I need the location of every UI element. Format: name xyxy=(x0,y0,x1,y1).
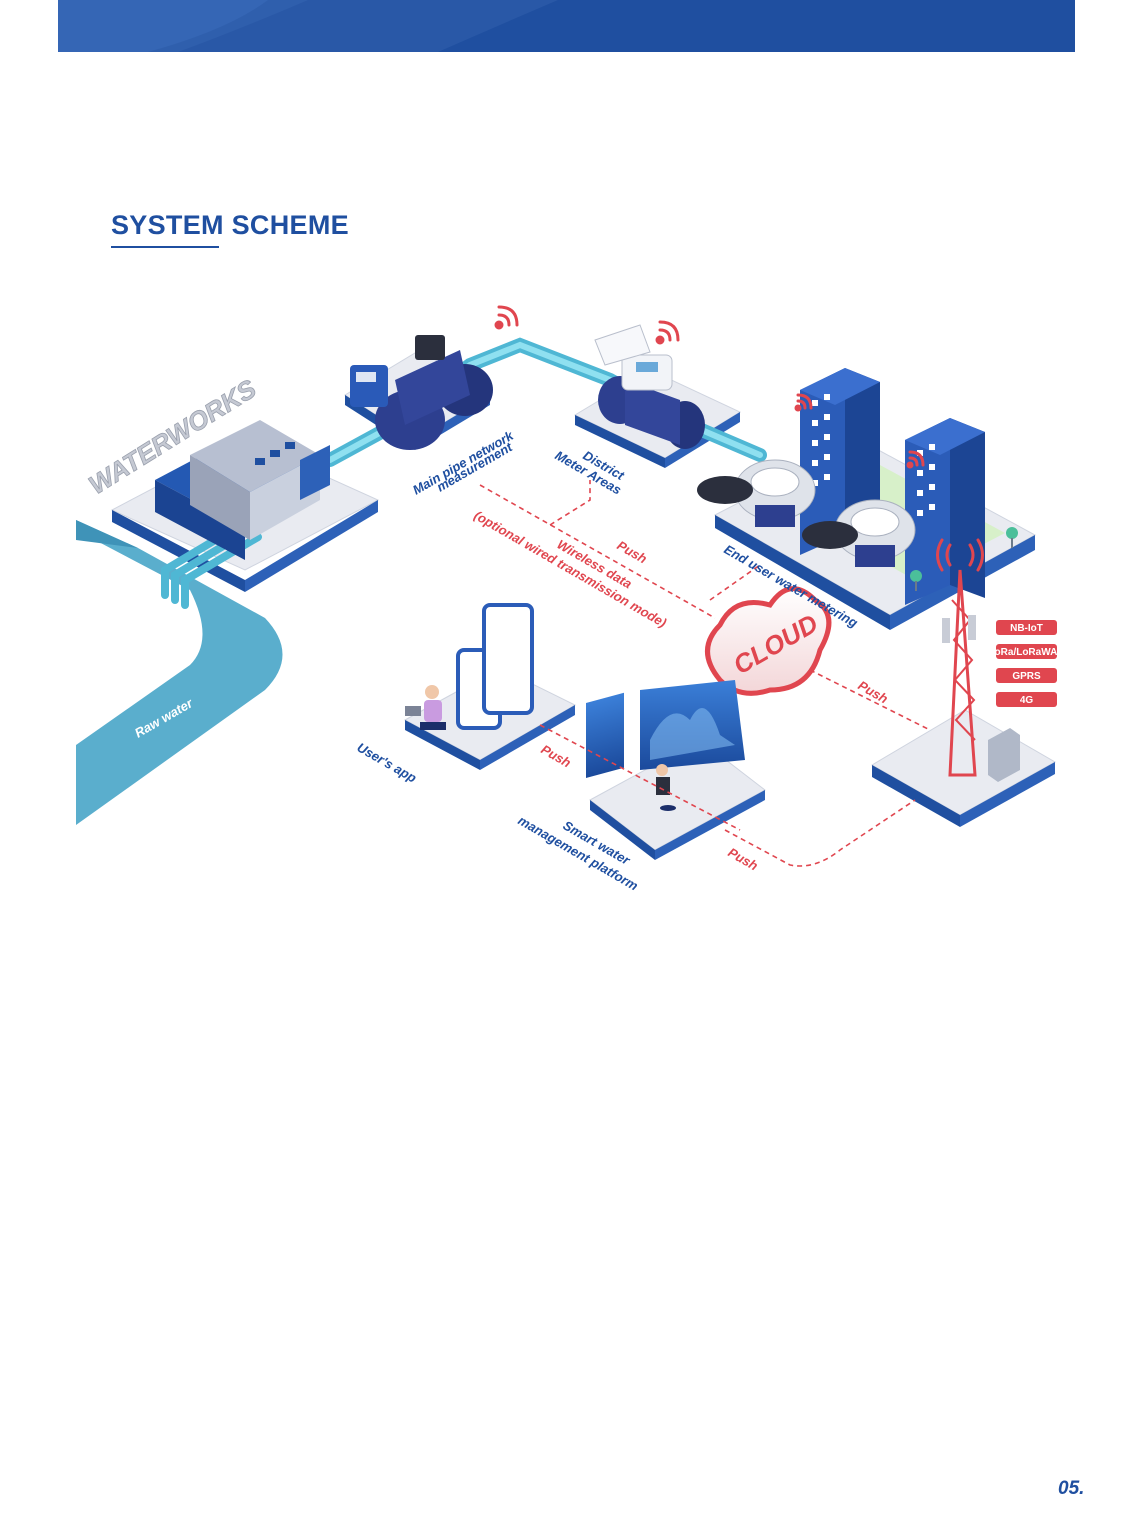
smart-platform-screens xyxy=(586,680,745,811)
badge-4g: 4G xyxy=(996,692,1057,707)
wifi-icon xyxy=(906,450,925,469)
tower-broadcast-icon xyxy=(936,538,984,572)
cell-tower xyxy=(942,569,1020,782)
wifi-icon xyxy=(655,320,680,345)
page-title: SYSTEM SCHEME xyxy=(111,210,349,240)
wifi-icon xyxy=(794,393,813,412)
raw-water-channel xyxy=(76,520,283,825)
badge-lora: LoRa/LoRaWAN xyxy=(988,644,1065,659)
data-connections xyxy=(479,480,931,867)
wifi-icon xyxy=(494,305,519,330)
badge-nb-iot: NB-IoT xyxy=(996,620,1057,635)
raw-water-label-1: Raw water xyxy=(87,565,151,611)
title-underline xyxy=(111,246,219,248)
cloud: CLOUD xyxy=(705,586,832,696)
main-pipe-meter xyxy=(350,335,493,450)
district-meter xyxy=(594,324,705,449)
badge-gprs: GPRS xyxy=(996,668,1057,683)
push-label-3: Push xyxy=(539,742,574,771)
badge-label: 4G xyxy=(1020,695,1034,706)
header-band xyxy=(58,0,1075,52)
push-label-2: Push xyxy=(856,678,891,707)
network-badges: NB-IoT LoRa/LoRaWAN GPRS 4G xyxy=(988,620,1065,707)
badge-label: NB-IoT xyxy=(1010,623,1043,634)
user-app-devices xyxy=(405,603,534,730)
building-windows xyxy=(812,394,935,516)
push-label-1: Push xyxy=(615,538,650,567)
push-label-4: Push xyxy=(726,845,761,874)
badge-label: LoRa/LoRaWAN xyxy=(988,647,1064,658)
header-swoosh xyxy=(58,0,558,52)
badge-label: GPRS xyxy=(1012,671,1041,682)
wifi-signal-icons xyxy=(494,305,984,572)
page-number: 05. xyxy=(1058,1478,1085,1499)
users-app-label: User's app xyxy=(355,740,420,786)
